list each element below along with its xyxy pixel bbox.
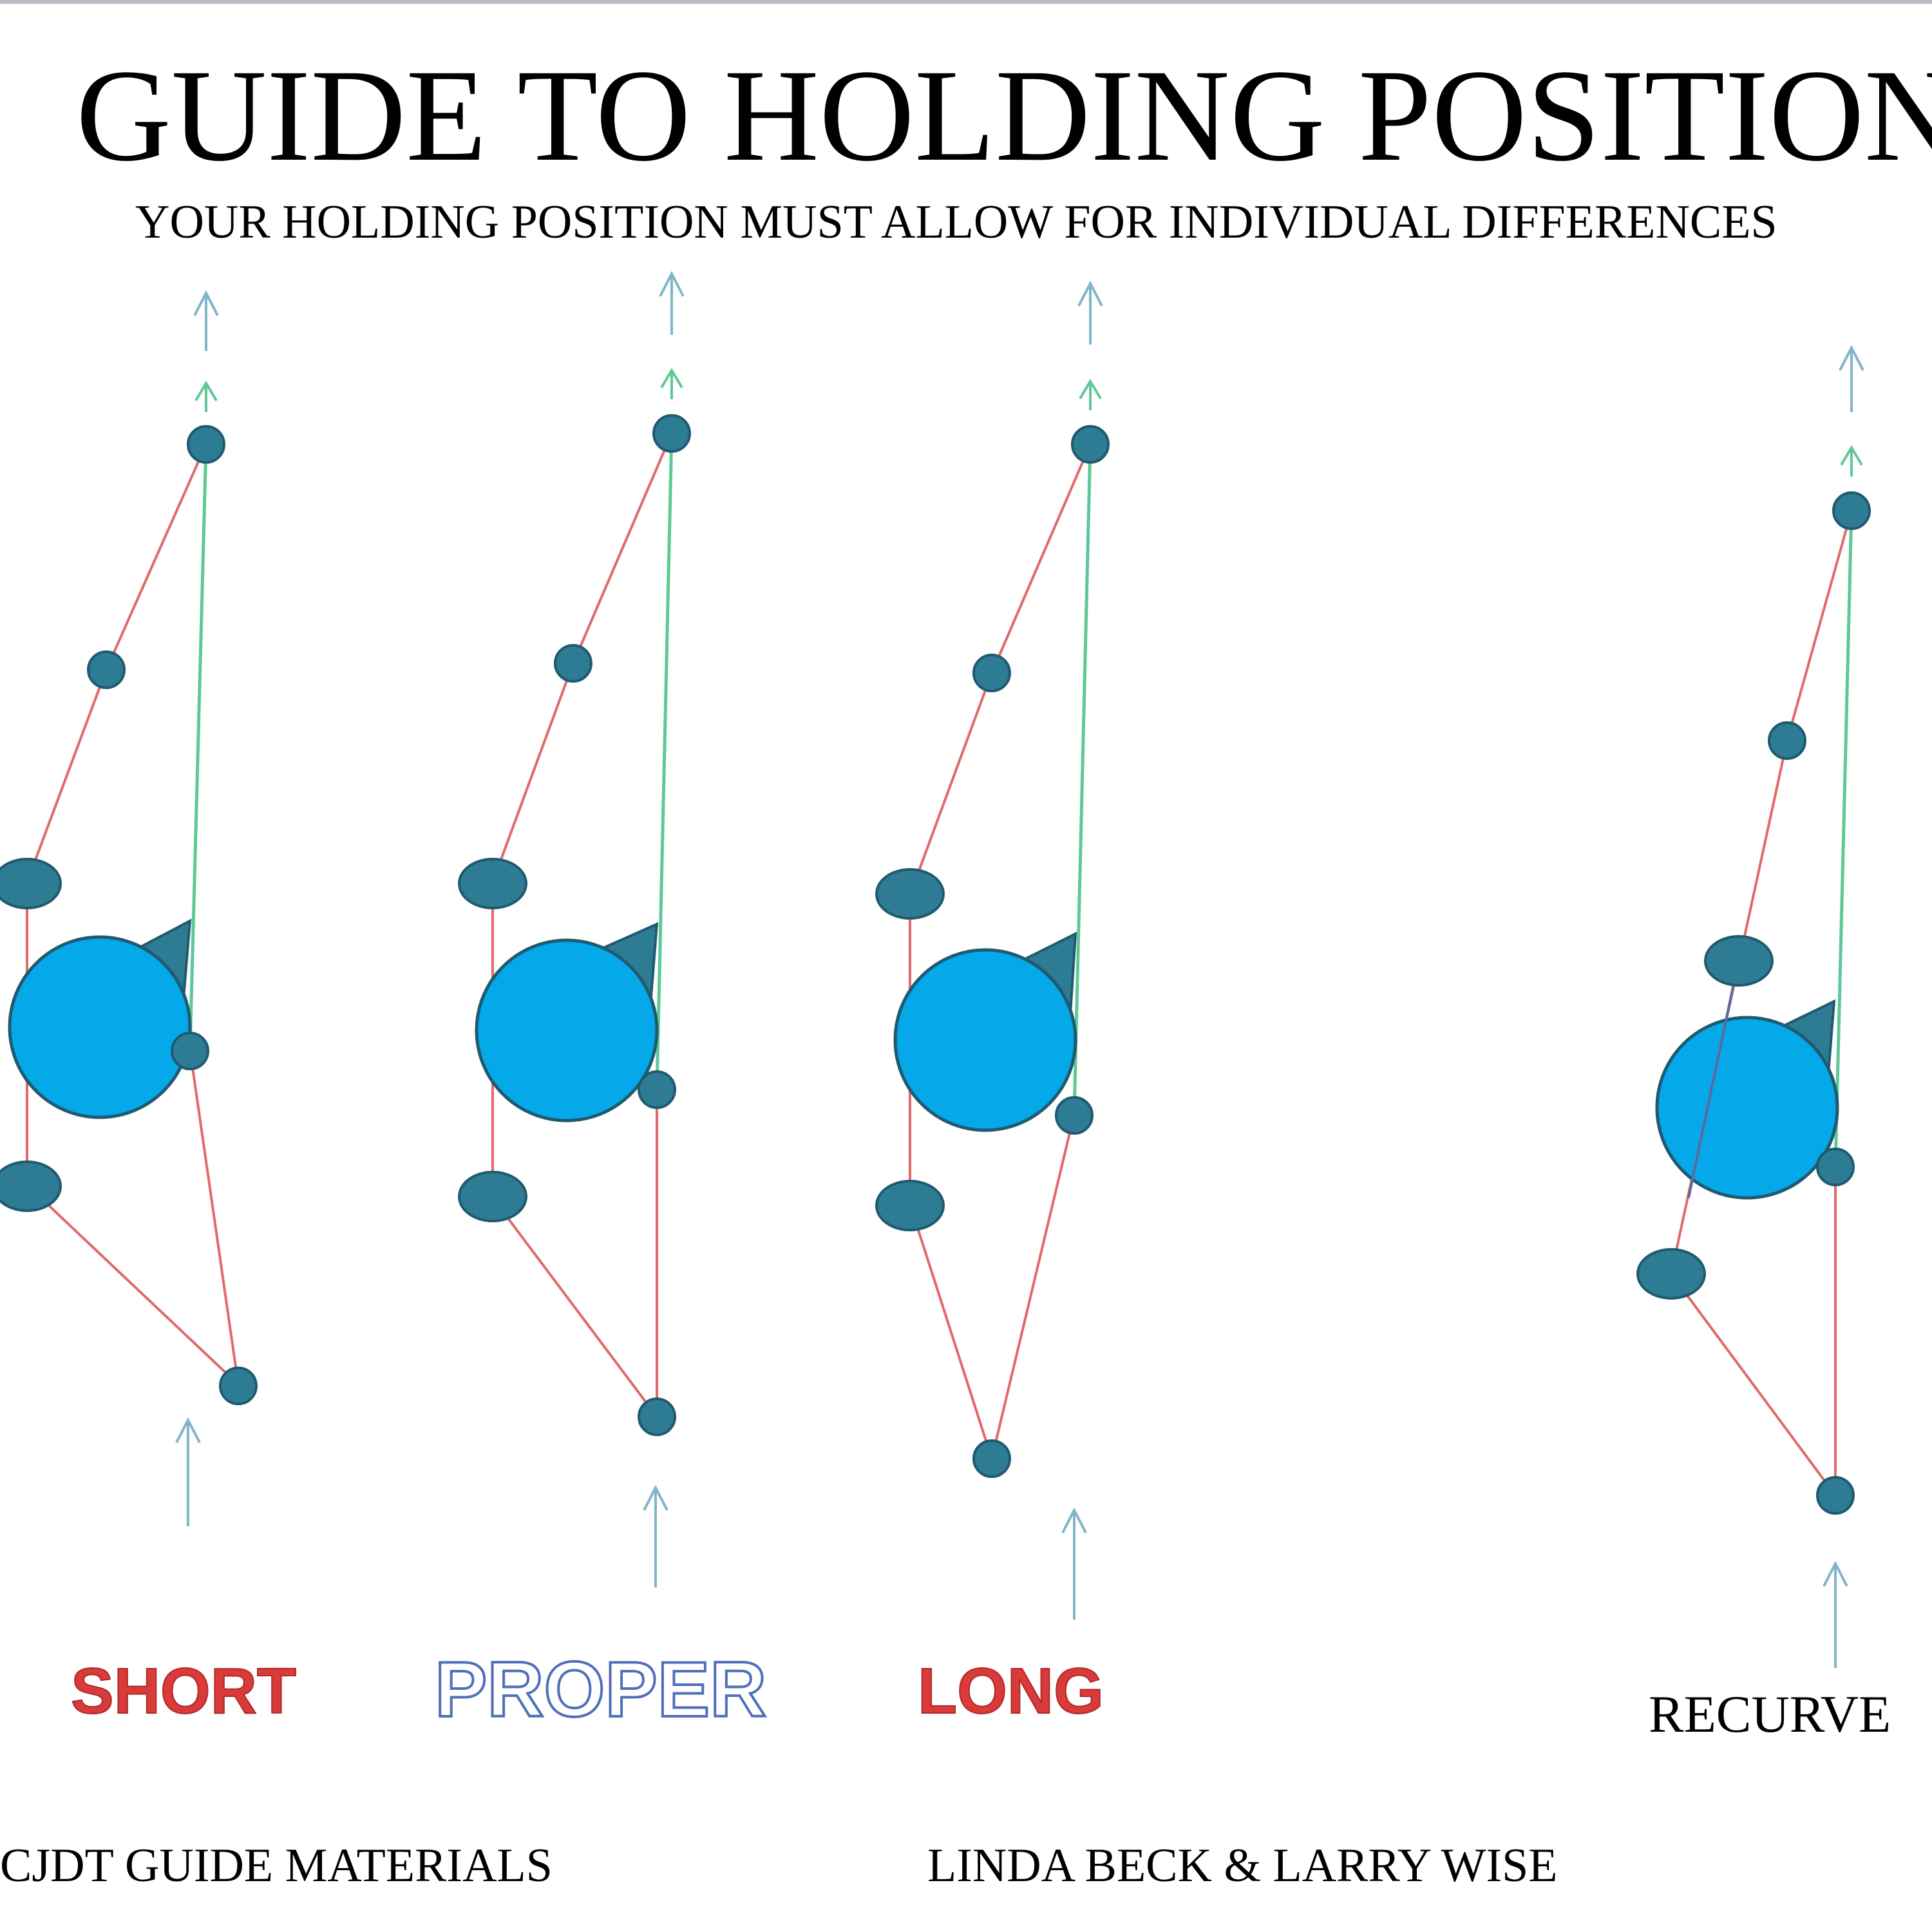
joint-top xyxy=(187,425,225,464)
arm-line xyxy=(1687,959,1740,1198)
head-circle xyxy=(8,935,192,1119)
joint-shoulder xyxy=(875,868,945,920)
joint-top xyxy=(1071,425,1110,464)
label-proper: PROPER xyxy=(435,1645,766,1733)
joint-hip xyxy=(458,1171,527,1222)
label-recurve: RECURVE xyxy=(1649,1685,1891,1743)
joint-hip xyxy=(875,1180,945,1231)
label-short: SHORT xyxy=(71,1655,296,1727)
footer-right-credit: LINDA BECK & LARRY WISE xyxy=(927,1839,1558,1892)
bow-outline xyxy=(491,433,673,1421)
figure-proper: PROPER xyxy=(433,270,768,1734)
string-line xyxy=(1072,444,1092,1115)
footer-left-credit: CJDT GUIDE MATERIALS xyxy=(0,1839,553,1892)
joint-hip xyxy=(0,1160,62,1212)
joint-bottom xyxy=(1816,1476,1855,1515)
joint-shoulder xyxy=(458,858,527,909)
joint-upper xyxy=(87,650,126,689)
joint-anchor xyxy=(171,1032,209,1070)
head-circle xyxy=(1655,1016,1839,1200)
joint-bottom xyxy=(972,1439,1011,1478)
page-subtitle: YOUR HOLDING POSITION MUST ALLOW FOR IND… xyxy=(135,196,1777,249)
joint-shoulder xyxy=(1704,935,1774,987)
figure-recurve xyxy=(1636,345,1871,1668)
joint-hip xyxy=(1636,1248,1706,1300)
joint-bottom xyxy=(219,1367,258,1405)
bow-outline xyxy=(1669,510,1853,1500)
figure-long: LONG xyxy=(875,280,1110,1728)
joint-anchor xyxy=(1816,1148,1855,1186)
joint-shoulder xyxy=(0,858,62,909)
joint-top xyxy=(1832,491,1871,530)
string-line xyxy=(1833,510,1853,1166)
head-circle xyxy=(893,948,1077,1132)
joint-upper xyxy=(1768,721,1806,760)
joint-bottom xyxy=(638,1397,676,1436)
string-line xyxy=(188,444,208,1050)
head-circle xyxy=(475,938,659,1122)
joint-upper xyxy=(554,644,592,683)
top-border xyxy=(0,0,1932,4)
bow-outline xyxy=(26,444,240,1388)
string-line xyxy=(655,433,674,1089)
label-long: LONG xyxy=(918,1655,1104,1727)
page-title: GUIDE TO HOLDING POSITION xyxy=(76,43,1932,189)
figure-short: SHORT xyxy=(0,290,297,1728)
joint-top xyxy=(652,414,691,453)
joint-anchor xyxy=(638,1070,676,1109)
joint-anchor xyxy=(1055,1096,1094,1135)
joint-upper xyxy=(972,654,1011,692)
